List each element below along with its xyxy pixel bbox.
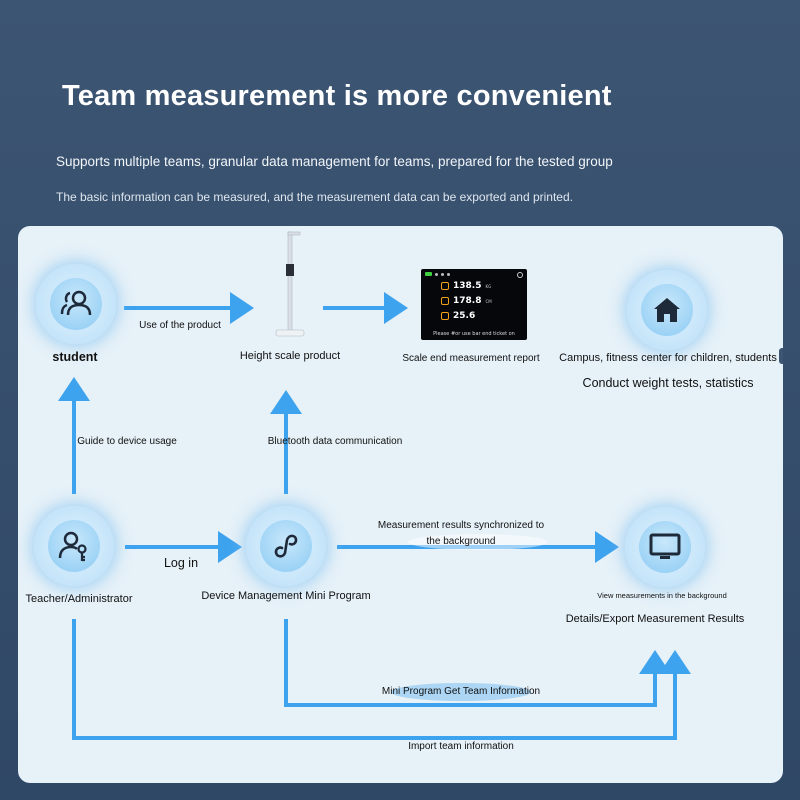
page-title: Team measurement is more convenient	[62, 80, 612, 112]
edge-label-sync-line1: Measurement results synchronized to	[377, 520, 545, 531]
height-value: 178.8	[453, 296, 482, 306]
mini-program-icon	[274, 534, 298, 558]
weight-unit: KG	[485, 283, 492, 289]
edge-label-guide: Guide to device usage	[77, 436, 177, 447]
height-unit: CM	[485, 298, 492, 304]
home-icon	[654, 298, 680, 322]
monitor-node	[625, 507, 705, 587]
campus-node	[627, 270, 707, 350]
weight-value: 138.5	[453, 281, 482, 291]
subtitle-primary: Supports multiple teams, granular data m…	[56, 154, 613, 169]
edge-label-login: Log in	[163, 556, 199, 570]
arrow-mini-get-team	[284, 619, 671, 707]
mini-program-node[interactable]	[246, 506, 326, 586]
view-label-line2: Details/Export Measurement Results	[565, 613, 745, 625]
height-scale-image	[275, 231, 305, 337]
subtitle-secondary: The basic information can be measured, a…	[56, 190, 573, 204]
student-node	[36, 264, 116, 344]
teacher-label: Teacher/Administrator	[25, 593, 133, 605]
flow-arrows	[58, 292, 691, 740]
campus-label-line2: Conduct weight tests, statistics	[582, 376, 754, 390]
student-label: student	[52, 350, 98, 364]
edge-label-bluetooth: Bluetooth data communication	[267, 436, 403, 447]
arrow-import-team	[72, 619, 691, 740]
edge-label-sync-line2: the background	[426, 536, 496, 547]
panel-edge-tab	[779, 348, 783, 364]
report-label: Scale end measurement report	[402, 353, 540, 364]
height-scale-label: Height scale product	[239, 350, 341, 362]
screen-footer: Please #or use bar end ticket on	[433, 331, 515, 337]
monitor-icon	[649, 533, 681, 559]
bmi-value: 25.6	[453, 311, 476, 321]
view-label-line1: View measurements in the background	[597, 591, 727, 600]
edge-label-use-product: Use of the product	[139, 320, 221, 331]
campus-label-line1: Campus, fitness center for children, stu…	[559, 352, 777, 364]
teacher-node	[34, 506, 114, 586]
people-icon	[60, 290, 92, 316]
mini-program-label: Device Management Mini Program	[201, 590, 371, 602]
user-key-icon	[58, 531, 87, 562]
edge-label-mini-get-team: Mini Program Get Team Information	[381, 686, 541, 697]
edge-label-import-team: Import team information	[408, 741, 514, 752]
